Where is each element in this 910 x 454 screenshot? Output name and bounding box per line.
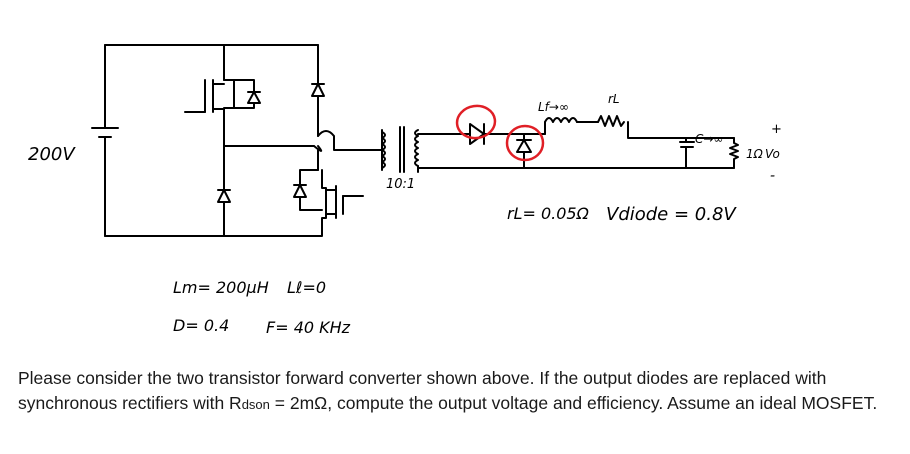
source-label: 200V [28, 144, 76, 165]
bottom-rail [104, 222, 323, 237]
lm-value: Lm= 200μH [173, 278, 269, 297]
clamp-diode-upper-right [311, 44, 325, 137]
mosfet-upper-left [184, 44, 235, 147]
plus-sign: + [771, 122, 782, 137]
clamp-diode-lower-left [217, 145, 231, 237]
vo-label: Vo [765, 147, 780, 161]
body-diode-upper-left [233, 79, 261, 109]
inductor-label: Lf→∞ [538, 100, 569, 114]
highlight-circle-rectifier [455, 104, 497, 140]
filter-inductor [544, 117, 578, 123]
turns-ratio-label: 10:1 [386, 177, 415, 192]
load-label: 1Ω [746, 147, 764, 161]
question-text: Please consider the two transistor forwa… [18, 368, 878, 413]
rl-value: rL= 0.05Ω [507, 204, 590, 223]
body-diode-lower-right [293, 184, 323, 211]
ll-value: Lℓ=0 [287, 278, 326, 297]
cap-label: C→∞ [695, 132, 723, 146]
rl-resistor [597, 115, 625, 127]
highlight-circle-freewheel [505, 124, 545, 162]
rl-label: rL [608, 92, 620, 106]
dc-source [91, 44, 119, 237]
minus-sign: - [770, 168, 775, 184]
mosfet-lower-right [299, 169, 364, 224]
freq-value: F= 40 KHz [266, 318, 351, 337]
question-subscript: dson [241, 397, 270, 412]
duty-value: D= 0.4 [173, 316, 229, 335]
freewheel-diode [516, 133, 532, 169]
output-capacitor [679, 137, 695, 169]
vdiode-value: Vdiode = 0.8V [606, 204, 737, 225]
load-resistor [729, 137, 739, 169]
